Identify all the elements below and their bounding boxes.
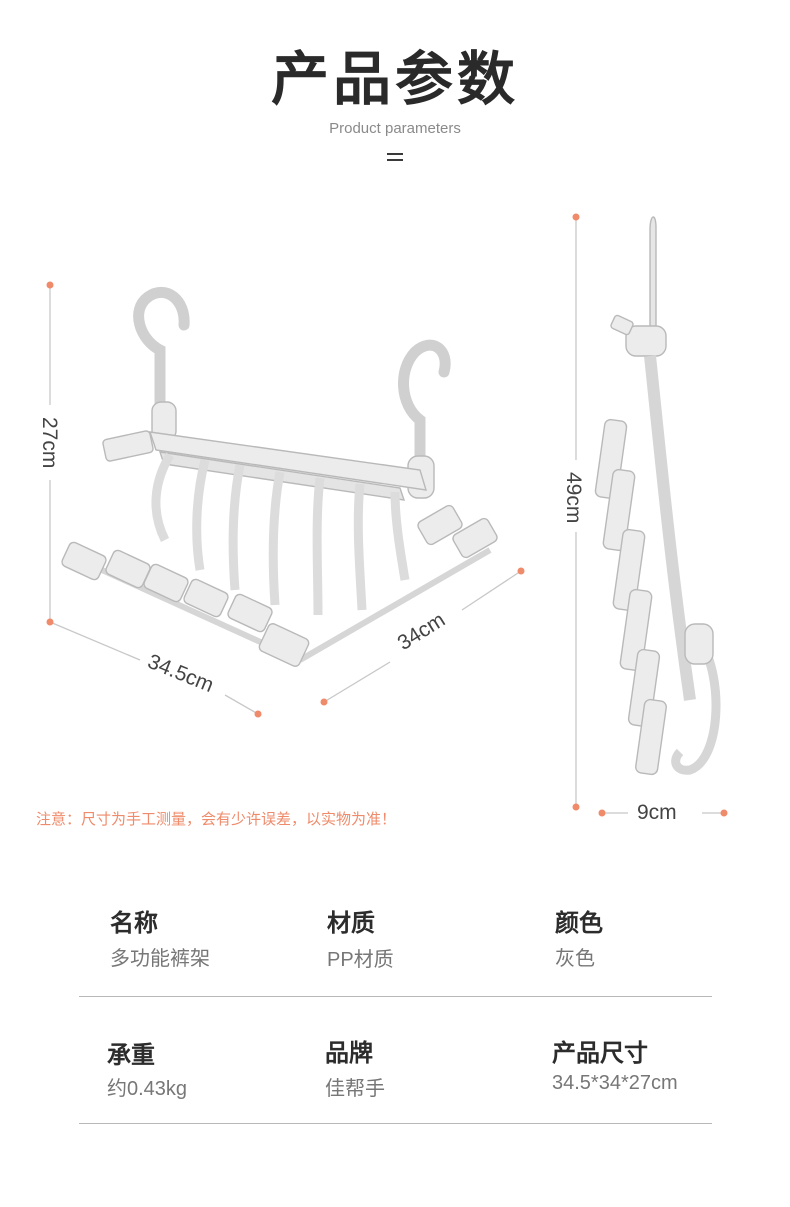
hanger-arm-2 xyxy=(192,458,210,571)
side-lower-knob xyxy=(684,623,714,665)
measurement-note: 注意：尺寸为手工测量，会有少许误差，以实物为准！ xyxy=(36,810,397,828)
width-side-label: 9cm xyxy=(637,801,677,824)
clip-icon xyxy=(183,578,229,618)
depth-front-line-upper xyxy=(461,570,522,611)
dot xyxy=(720,809,728,817)
title-divider-top xyxy=(387,153,403,155)
dot xyxy=(254,710,262,718)
hanger-front-view xyxy=(61,286,498,667)
spec-label-size: 产品尺寸 xyxy=(552,1039,648,1067)
title-divider-bottom xyxy=(387,159,403,161)
dot xyxy=(572,213,580,221)
spec-label-name: 名称 xyxy=(110,909,158,937)
hanger-arm-6 xyxy=(353,483,367,611)
spec-value-brand: 佳帮手 xyxy=(325,1078,385,1100)
side-spine xyxy=(644,355,696,701)
spec-value-size: 34.5*34*27cm xyxy=(552,1072,678,1094)
spec-label-material: 材质 xyxy=(327,909,375,937)
spec-value-material: PP材质 xyxy=(327,949,394,971)
clip-icon xyxy=(227,593,273,633)
clip-icon xyxy=(452,517,498,559)
side-top-knob xyxy=(625,325,667,357)
clips-side xyxy=(594,418,667,776)
dimension-lines xyxy=(49,217,724,814)
spec-divider-1 xyxy=(79,996,712,997)
dot xyxy=(598,809,606,817)
width-front-line-lower xyxy=(224,694,259,715)
hanger-arm-1 xyxy=(151,452,174,543)
hanger-arm-7 xyxy=(390,491,410,581)
height-front-label: 27cm xyxy=(38,417,61,469)
width-front-line xyxy=(49,621,141,661)
hanger-arm-4 xyxy=(268,471,285,606)
hanger-side-view xyxy=(594,216,721,776)
depth-front-line xyxy=(323,661,391,703)
dot xyxy=(517,567,525,575)
spec-value-name: 多功能裤架 xyxy=(110,948,210,970)
page-subtitle: Product parameters xyxy=(329,120,461,137)
left-hook-icon xyxy=(133,286,190,426)
side-hook-icon xyxy=(649,216,657,330)
side-tab xyxy=(610,314,634,336)
clip-icon xyxy=(258,623,310,667)
clip-icon xyxy=(417,504,463,546)
clip-icon xyxy=(143,563,189,603)
dot xyxy=(46,281,54,289)
dot xyxy=(320,698,328,706)
spec-value-load: 约0.43kg xyxy=(107,1078,188,1100)
product-illustration xyxy=(46,213,728,817)
clip-icon xyxy=(635,698,667,776)
hanger-arm-3 xyxy=(228,464,245,591)
spec-label-brand: 品牌 xyxy=(325,1039,373,1067)
spec-value-color: 灰色 xyxy=(555,948,595,970)
side-lower-hook xyxy=(671,637,721,775)
spec-label-color: 颜色 xyxy=(555,909,603,937)
clips-front xyxy=(61,504,498,667)
height-side-label: 49cm xyxy=(562,472,585,524)
hanger-arm-5 xyxy=(312,477,325,616)
top-rail xyxy=(148,431,427,491)
dot xyxy=(572,803,580,811)
spec-divider-2 xyxy=(79,1123,712,1124)
right-hook-icon xyxy=(398,339,451,486)
dot xyxy=(46,618,54,626)
side-rail xyxy=(298,547,492,663)
spec-label-load: 承重 xyxy=(107,1041,155,1069)
page-title: 产品参数 xyxy=(270,45,519,113)
clip-icon xyxy=(61,541,107,581)
dimension-dots xyxy=(46,213,728,817)
left-tab xyxy=(102,430,154,462)
